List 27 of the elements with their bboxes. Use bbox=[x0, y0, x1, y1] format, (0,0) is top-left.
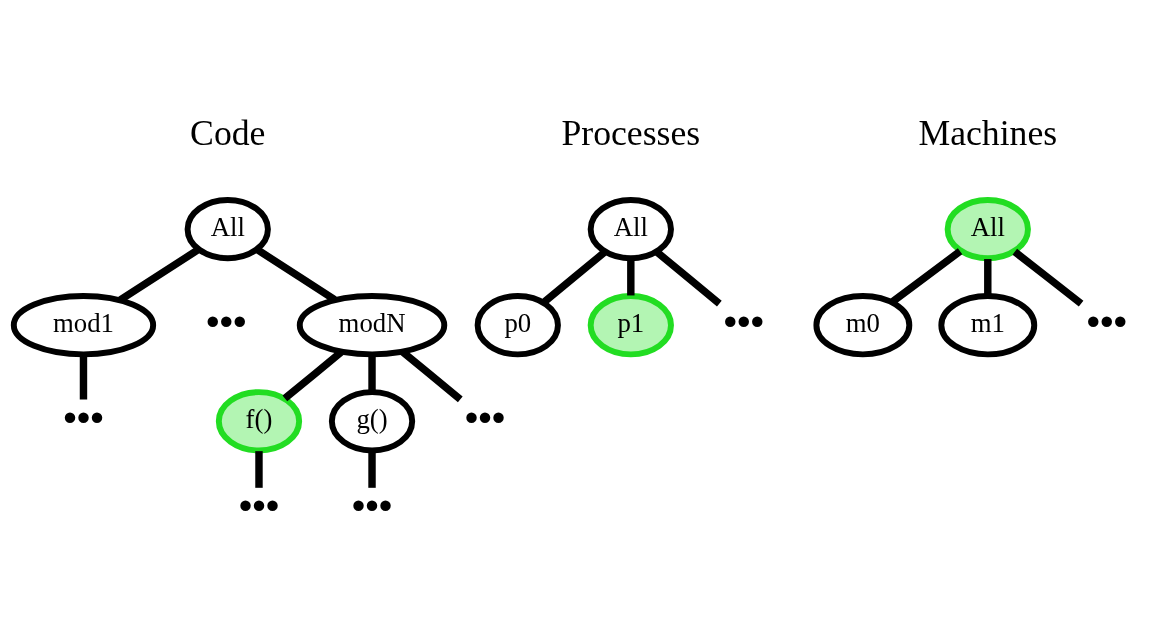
connector bbox=[254, 245, 337, 303]
label: ••• bbox=[205, 299, 247, 343]
node-ellipse: All bbox=[944, 196, 1031, 261]
node-text: ••• bbox=[464, 395, 506, 439]
node-ellipse: p1 bbox=[587, 292, 674, 357]
node-text: ••• bbox=[238, 483, 280, 527]
node-text: ••• bbox=[351, 483, 393, 527]
node-ellipse: g() bbox=[328, 388, 416, 453]
connector bbox=[654, 248, 722, 306]
node-ellipse: m0 bbox=[813, 292, 913, 357]
connector bbox=[118, 245, 201, 303]
connector bbox=[889, 247, 963, 305]
node-ellipse: modN bbox=[296, 292, 448, 357]
node-ellipse: f() bbox=[215, 388, 303, 453]
node-ellipse: All bbox=[184, 196, 271, 261]
label: Machines bbox=[918, 112, 1058, 153]
node-text: ••• bbox=[1086, 299, 1128, 343]
node-ellipse: p0 bbox=[474, 292, 561, 357]
node-text: ••• bbox=[723, 299, 765, 343]
node-text: ••• bbox=[63, 395, 104, 439]
node-ellipse: mod1 bbox=[10, 292, 157, 357]
label: Processes bbox=[561, 112, 701, 153]
node-ellipse: All bbox=[587, 196, 674, 261]
node-ellipse: m1 bbox=[938, 292, 1038, 357]
connector bbox=[1012, 248, 1084, 307]
connector bbox=[541, 248, 607, 305]
label: Code bbox=[190, 112, 266, 153]
